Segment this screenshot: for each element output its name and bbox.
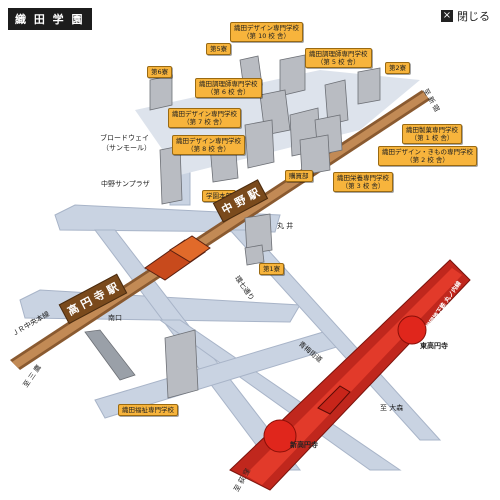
page-title: 織 田 学 園 (8, 8, 92, 30)
station-marker-shin-koenji (263, 419, 297, 453)
label-higashi-koenji: 東高円寺 (420, 342, 448, 350)
building-marui (244, 213, 273, 255)
tag-kimono-2[interactable]: 織田デザイン・きもの専門学校 （第 2 校 舎） (378, 146, 477, 166)
close-button[interactable]: × 閉じる (441, 8, 490, 24)
building-dorm-2 (357, 67, 381, 105)
label-minamiguchi: 南口 (108, 314, 122, 322)
building-chori-5 (324, 79, 349, 126)
label-marui: 丸 井 (277, 222, 294, 230)
tag-chori-6[interactable]: 織田調理師専門学校 （第 6 校 舎） (195, 78, 262, 98)
tag-dorm-6[interactable]: 第6寮 (147, 66, 173, 78)
building-design-10 (279, 54, 306, 97)
tag-design-7[interactable]: 織田デザイン専門学校 （第 7 校 舎） (168, 108, 241, 128)
tag-eiyo-3[interactable]: 織田栄養専門学校 （第 3 校 舎） (333, 172, 393, 192)
tag-design-8[interactable]: 織田デザイン専門学校 （第 8 校 舎） (172, 135, 245, 155)
tunnel-structure (84, 329, 136, 381)
station-marker-higashi-koenji (397, 315, 427, 345)
tag-seika-1[interactable]: 織田製菓専門学校 （第 1 校 舎） (402, 124, 462, 144)
building-dorm-6 (149, 74, 173, 111)
tag-dorm-5[interactable]: 第5寮 (206, 43, 232, 55)
tag-chori-5[interactable]: 織田調理師専門学校 （第 5 校 舎） (305, 48, 372, 68)
close-icon: × (441, 10, 453, 22)
label-broadway: ブロードウェイ (100, 134, 149, 142)
label-sunmall: （サンモール） (102, 144, 151, 152)
tag-design-10[interactable]: 織田デザイン専門学校 （第 10 校 舎） (230, 22, 303, 42)
road-kannana (94, 229, 302, 471)
building-chori-6 (244, 119, 275, 169)
building-eiyo-3 (299, 134, 331, 176)
tag-dorm-1[interactable]: 第1寮 (259, 263, 285, 275)
close-label: 閉じる (457, 10, 490, 23)
label-to-omori: 至 大森 (380, 404, 404, 412)
building-fukushi (164, 329, 199, 399)
tag-kobaibu[interactable]: 購買部 (285, 170, 313, 182)
building-dorm-1 (244, 244, 265, 266)
label-shin-koenji: 新高円寺 (290, 441, 318, 449)
train (144, 235, 211, 281)
tag-fukushi[interactable]: 織田福祉専門学校 (118, 404, 178, 416)
subway-marunouchi-line (229, 259, 471, 491)
tag-dorm-2[interactable]: 第2寮 (385, 62, 411, 74)
label-sunplaza: 中野サンプラザ (101, 180, 150, 188)
